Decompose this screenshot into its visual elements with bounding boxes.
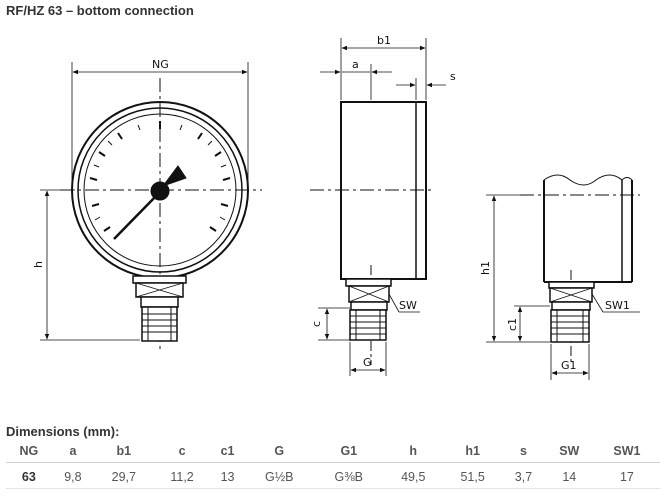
label-g1: G1 [561,359,577,372]
dimensions-table: NG a b1 c c1 G G1 h h1 s SW SW1 63 9,8 2… [6,442,660,489]
column-header: a [51,442,95,463]
table-cell: 11,2 [153,462,211,489]
column-header: G1 [314,442,384,463]
table-cell: 29,7 [94,462,154,489]
page-title: RF/HZ 63 – bottom connection [6,3,194,18]
label-h: h [32,261,45,268]
front-view [40,62,262,350]
table-cell: G⅜B [314,462,384,489]
table-cell: 13 [210,462,245,489]
column-header: h1 [442,442,503,463]
table-header-row: NG a b1 c c1 G G1 h h1 s SW SW1 [6,442,660,463]
dimensions-heading: Dimensions (mm): [6,424,120,439]
column-header: h [383,442,443,463]
label-c: c [310,321,323,327]
label-a: a [352,58,359,71]
column-header: b1 [94,442,154,463]
table-cell: 3,7 [502,462,545,489]
column-header: s [502,442,545,463]
column-header: SW1 [593,442,660,463]
label-g: G [363,356,372,369]
label-c1: c1 [506,318,519,331]
side-view-broken [486,174,640,380]
column-header: SW [544,442,594,463]
technical-drawing: NG h [32,34,640,380]
column-header: c [153,442,211,463]
label-sw: SW [399,299,417,312]
label-h1: h1 [479,261,492,275]
table-row: 63 9,8 29,7 11,2 13 G½B G⅜B 49,5 51,5 3,… [6,462,660,489]
table-cell: 9,8 [51,462,95,489]
label-s: s [450,70,456,83]
label-b1: b1 [377,34,391,47]
table-cell: 51,5 [442,462,503,489]
dial-minor-ticks [93,124,227,221]
label-ng: NG [152,58,169,71]
column-header: c1 [210,442,245,463]
dial-ticks [89,121,231,232]
gauge-pointer [113,165,187,240]
table-cell: 49,5 [383,462,443,489]
table-cell: 63 [6,462,52,489]
table-cell: 17 [593,462,660,489]
column-header: NG [6,442,52,463]
table-cell: 14 [544,462,594,489]
column-header: G [244,442,315,463]
label-sw1: SW1 [605,299,630,312]
table-cell: G½B [244,462,315,489]
side-view [310,38,446,376]
